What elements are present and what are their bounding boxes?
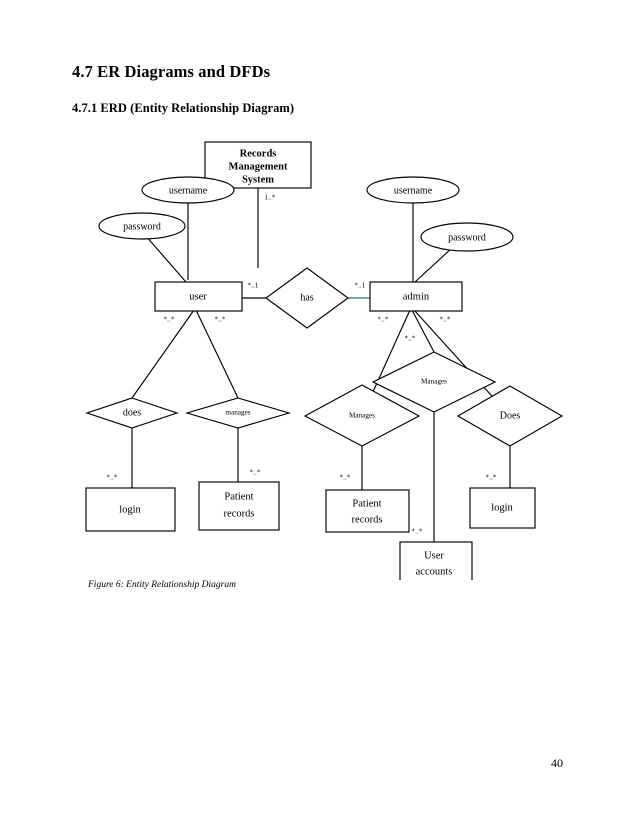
attribute-label: password <box>448 232 486 243</box>
cardinality-does-login: *..* <box>107 475 118 482</box>
cardinality-user-manages: *..* <box>215 317 226 324</box>
relationship-diamond <box>303 384 421 447</box>
entity-admin[interactable]: admin <box>369 281 463 312</box>
entity-box <box>469 487 536 529</box>
entity-label: admin <box>403 291 430 302</box>
entity-box <box>325 489 410 533</box>
entity-user-accounts[interactable]: User accounts <box>399 541 473 580</box>
relationship-label: Manages <box>349 412 375 420</box>
entity-label-line-2: records <box>224 508 255 519</box>
relationship-diamond <box>371 351 497 413</box>
relationship-does-right[interactable]: Does <box>456 385 564 447</box>
entity-label-line-1: Patient <box>352 498 381 509</box>
entity-box <box>399 541 473 580</box>
link-admin-manages-upper <box>411 309 435 353</box>
entity-label-line-1: User <box>424 550 444 561</box>
relationship-does-left[interactable]: does <box>85 397 179 429</box>
attribute-ellipse <box>98 212 186 240</box>
figure-caption: Figure 6: Entity Relationship Diagram <box>88 580 236 590</box>
relationship-manages-left[interactable]: manages <box>184 397 292 429</box>
cardinality-does-login-right: *..* <box>486 475 497 482</box>
relationship-diamond <box>456 385 564 447</box>
cardinality-user-does: *..* <box>164 317 175 324</box>
cardinality-has-admin: *..1 <box>355 283 366 290</box>
cardinality-manages-patient-right: *..* <box>340 475 351 482</box>
relationship-label: Does <box>500 410 521 421</box>
relationship-manages-right-lower[interactable]: Manages <box>303 384 421 447</box>
relationship-diamond <box>85 397 179 429</box>
relationship-label: manages <box>225 409 250 417</box>
attribute-label: username <box>169 185 208 196</box>
entity-user[interactable]: user <box>154 281 243 312</box>
entity-login-left[interactable]: login <box>85 487 176 532</box>
attribute-label: username <box>394 185 433 196</box>
page-number: 40 <box>551 756 563 770</box>
relationship-label: has <box>300 292 313 303</box>
entity-label: login <box>119 504 141 515</box>
cardinality-manages-user-accounts: *..* <box>412 529 423 536</box>
attribute-user-username[interactable]: username <box>141 176 235 204</box>
link-password-user <box>144 234 187 283</box>
relationship-manages-right-upper[interactable]: Manages <box>371 351 497 413</box>
attribute-admin-username[interactable]: username <box>366 176 460 204</box>
attribute-admin-password[interactable]: password <box>420 222 514 252</box>
attribute-ellipse <box>141 176 235 204</box>
attribute-ellipse <box>366 176 460 204</box>
entity-box <box>204 141 312 189</box>
attribute-label: password <box>123 221 161 232</box>
entity-label-line-2: Management <box>229 161 288 172</box>
cardinality-admin-manages-upper: *..* <box>405 336 416 343</box>
relationship-label: Manages <box>421 378 447 386</box>
entity-label-line-3: System <box>242 174 274 185</box>
cardinality-manages-patient: *..* <box>250 470 261 477</box>
entity-label-line-1: Records <box>240 148 277 159</box>
entity-label-line-2: accounts <box>416 566 453 577</box>
relationship-diamond <box>265 267 349 329</box>
section-subtitle: 4.7.1 ERD (Entity Relationship Diagram) <box>72 101 295 115</box>
cardinality-admin-manages-lower: *..* <box>378 317 389 324</box>
page-title: 4.7 ER Diagrams and DFDs <box>72 62 271 81</box>
entity-box <box>198 481 280 531</box>
attribute-user-password[interactable]: password <box>98 212 186 240</box>
entity-patient-records-left[interactable]: Patient records <box>198 481 280 531</box>
entity-label-line-1: Patient <box>224 491 253 502</box>
attribute-ellipse <box>420 222 514 252</box>
link-user-manages <box>195 309 239 399</box>
cardinality-rms-has: 1..* <box>265 195 276 202</box>
relationship-diamond <box>184 397 292 429</box>
relationship-has[interactable]: has <box>265 267 349 329</box>
relationship-label: does <box>123 407 141 418</box>
entity-box <box>85 487 176 532</box>
entity-login-right[interactable]: login <box>469 487 536 529</box>
entity-box <box>369 281 463 312</box>
cardinality-user-has: *..1 <box>248 283 259 290</box>
er-diagram-figure: Records Management System username passw… <box>70 130 570 580</box>
entity-patient-records-right[interactable]: Patient records <box>325 489 410 533</box>
entity-label: login <box>491 502 513 513</box>
link-admin-password-admin <box>414 246 454 283</box>
cardinality-labels: 1..* *..1 *..1 *..* *..* *..* *..* *..* … <box>107 195 497 536</box>
cardinality-admin-does: *..* <box>440 317 451 324</box>
link-user-does <box>131 309 195 399</box>
entity-label-line-2: records <box>352 514 383 525</box>
entity-box <box>154 281 243 312</box>
entity-label: user <box>189 291 207 302</box>
entity-records-management-system[interactable]: Records Management System <box>204 141 312 189</box>
